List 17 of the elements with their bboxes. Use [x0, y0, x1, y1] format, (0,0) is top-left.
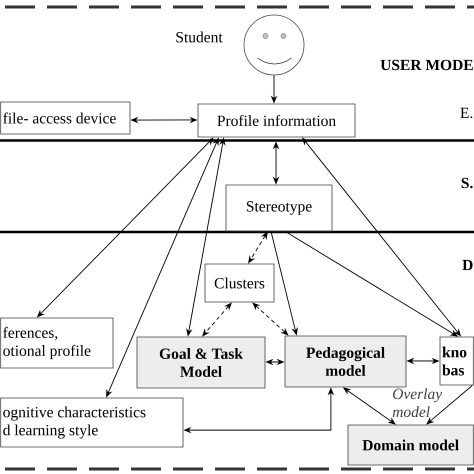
person-label: Student [176, 32, 223, 42]
component-box: Domain model [348, 424, 474, 466]
layer-label: D [462, 260, 473, 270]
component-box: Goal & Task Model [136, 336, 266, 388]
component-box: ognitive characteristics d learning style [0, 398, 184, 448]
component-box: Profile information [198, 104, 356, 138]
component-box: Pedagogical model [284, 336, 406, 388]
component-box: Clusters [204, 264, 274, 302]
component-box: ferences, otional profile [0, 318, 114, 368]
smiley-face [244, 14, 304, 76]
annotation-text: Overlay model [392, 388, 442, 418]
layer-label: E. [460, 108, 472, 118]
layer-label: S. [462, 178, 473, 188]
component-box: kno bas [440, 336, 474, 386]
component-box: Stereotype [226, 184, 332, 232]
component-box: file- access device [0, 102, 130, 134]
section-heading: USER MODE [380, 60, 473, 70]
